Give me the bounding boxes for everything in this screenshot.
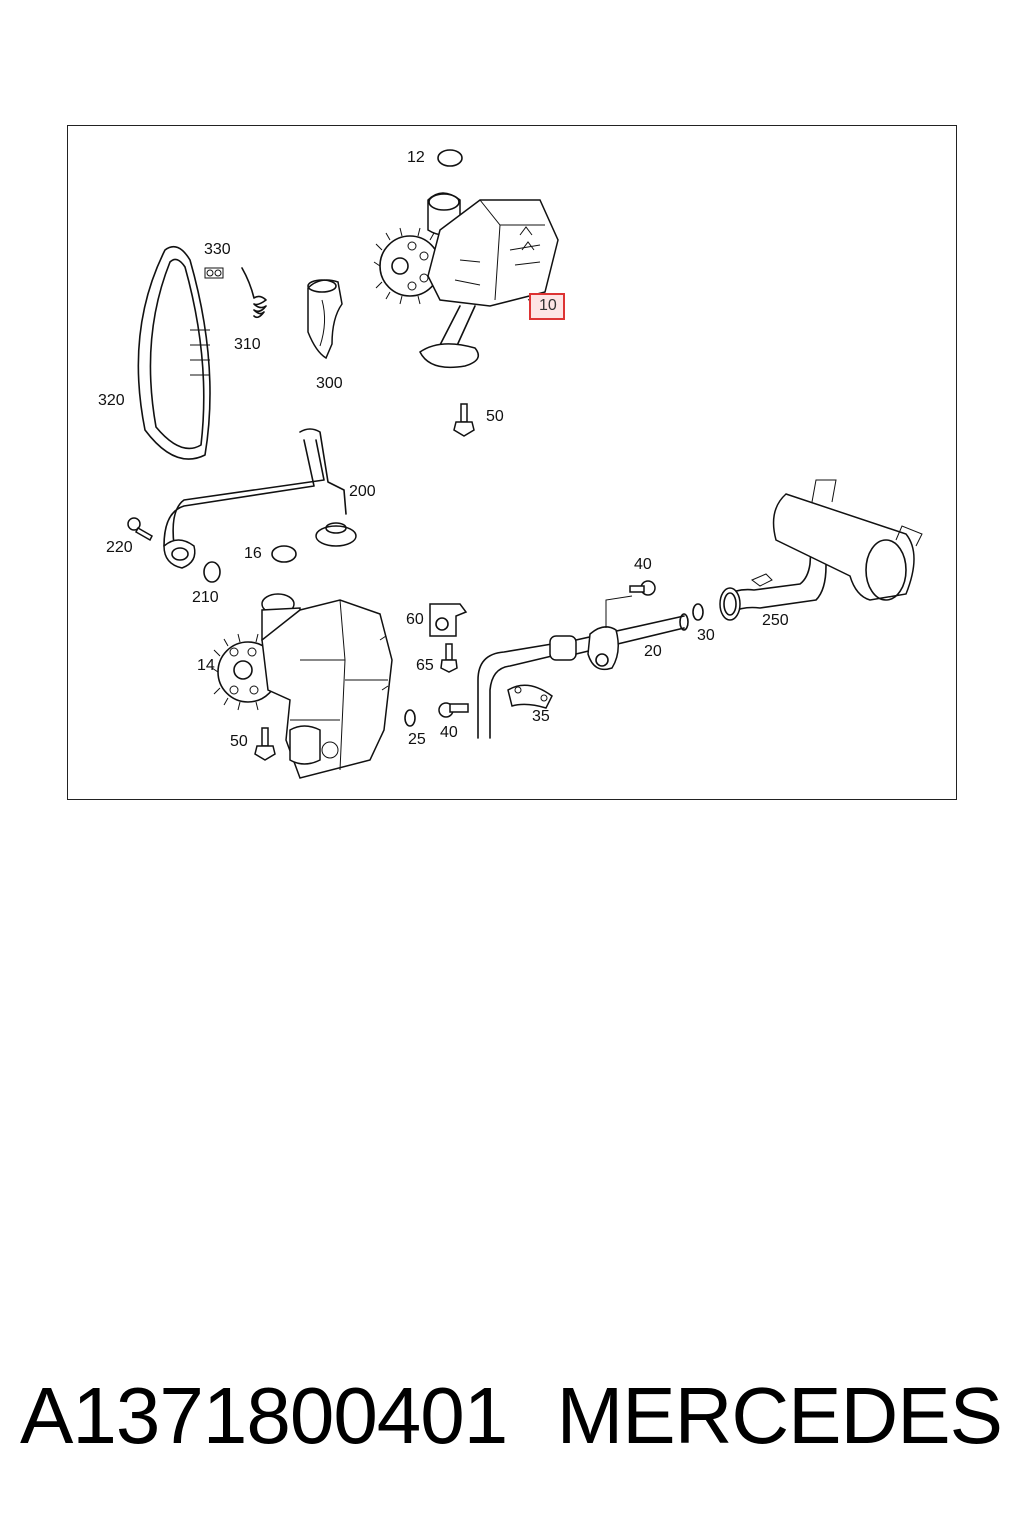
callout-300: 300 — [316, 375, 343, 392]
bolt-50-top — [453, 403, 475, 437]
callout-10-highlighted[interactable]: 10 — [529, 293, 565, 320]
tensioner-rail-300 — [307, 279, 343, 360]
chain-link-330 — [190, 267, 224, 376]
chain-320 — [137, 245, 211, 460]
callout-20: 20 — [644, 643, 662, 660]
bolt-40-top — [629, 580, 656, 596]
oil-pipe-200 — [163, 428, 357, 569]
spring-310 — [241, 267, 267, 319]
callout-25: 25 — [408, 731, 426, 748]
callout-320: 320 — [98, 392, 125, 409]
bolt-50-bottom — [254, 727, 276, 761]
brand-name: MERCEDES — [556, 1371, 1003, 1460]
callout-200: 200 — [349, 483, 376, 500]
callout-220: 220 — [106, 539, 133, 556]
exploded-parts-diagram — [127, 149, 923, 779]
callout-16: 16 — [244, 545, 262, 562]
washer-25 — [404, 709, 416, 727]
callout-12: 12 — [407, 149, 425, 166]
o-ring-12 — [437, 149, 463, 167]
bracket-60 — [429, 603, 468, 637]
footer-caption: A1371800401 MERCEDES — [0, 1370, 1024, 1480]
bolt-40-bottom — [438, 702, 469, 718]
part-number: A1371800401 — [20, 1371, 508, 1460]
o-ring-210 — [203, 561, 221, 583]
callout-35: 35 — [532, 708, 550, 725]
callout-60: 60 — [406, 611, 424, 628]
bolt-65 — [440, 643, 458, 673]
callout-50-bottom: 50 — [230, 733, 248, 750]
oil-separator-250 — [719, 479, 923, 621]
callout-40-top: 40 — [634, 556, 652, 573]
callout-250: 250 — [762, 612, 789, 629]
callout-50-top: 50 — [486, 408, 504, 425]
callout-14: 14 — [197, 657, 215, 674]
o-ring-16 — [271, 545, 297, 563]
oil-pipe-20 — [477, 595, 689, 739]
oil-pump-14 — [211, 593, 393, 779]
callout-310: 310 — [234, 336, 261, 353]
callout-65: 65 — [416, 657, 434, 674]
callout-30: 30 — [697, 627, 715, 644]
bolt-220 — [127, 517, 153, 542]
callout-330: 330 — [204, 241, 231, 258]
callout-210: 210 — [192, 589, 219, 606]
gasket-35 — [507, 684, 553, 709]
oil-pump-10 — [373, 192, 559, 369]
callout-40-bottom: 40 — [440, 724, 458, 741]
washer-30 — [692, 603, 704, 621]
